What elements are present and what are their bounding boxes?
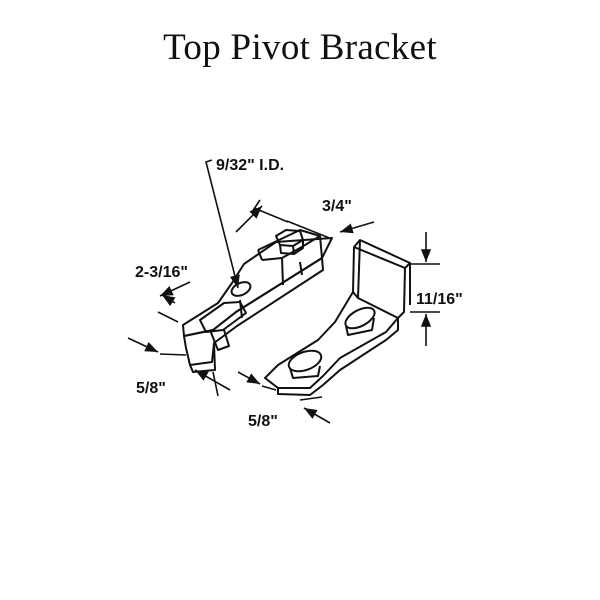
right-bracket-base (264, 291, 399, 389)
label-right-width: 5/8" (248, 413, 278, 430)
dimension-lines (127, 159, 440, 424)
left-bracket-top-face (182, 237, 333, 337)
label-height: 11/16" (416, 291, 463, 308)
left-bracket-front-face (183, 257, 324, 366)
diagram-title: Top Pivot Bracket (163, 27, 437, 68)
pivot-pin (275, 229, 304, 255)
right-bracket (264, 239, 411, 396)
right-bracket-slot-upper (344, 306, 376, 330)
left-bracket (182, 229, 333, 373)
label-top-width: 3/4" (322, 198, 352, 215)
label-inner-diameter: 9/32" I.D. (216, 157, 284, 174)
label-length: 2-3/16" (135, 264, 188, 281)
right-bracket-hole-lower (287, 349, 323, 373)
id-leader (205, 159, 240, 289)
label-left-width: 5/8" (136, 380, 166, 397)
left-bracket-slot (199, 301, 247, 333)
right-bracket-wall (352, 239, 411, 319)
